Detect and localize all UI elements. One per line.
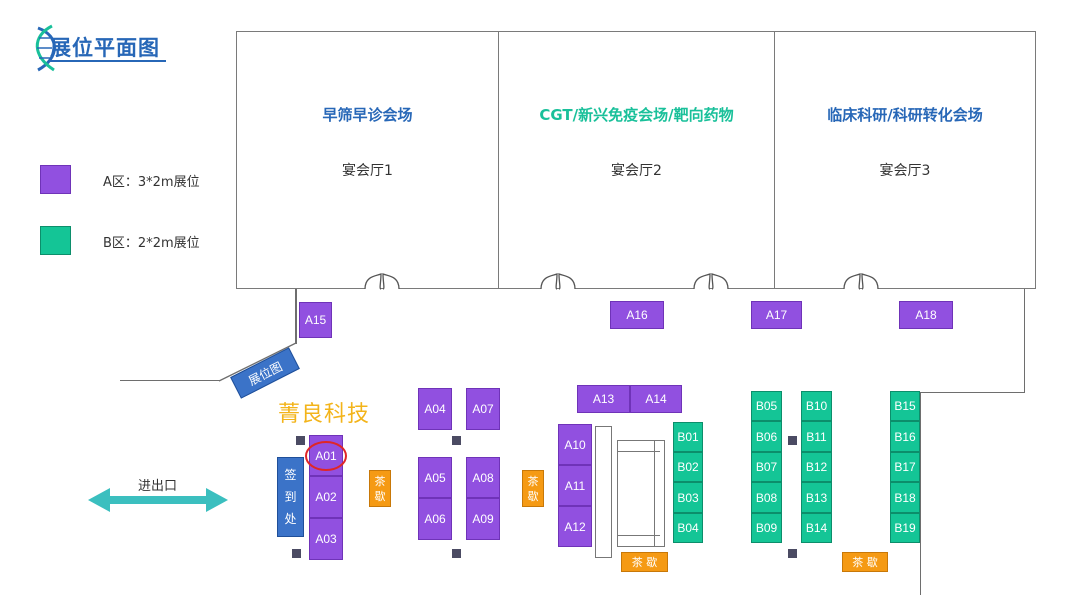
wall: [920, 392, 1025, 393]
booth-a04[interactable]: A04: [418, 388, 452, 430]
pillar: [788, 549, 797, 558]
tea-char: 歇: [527, 489, 539, 503]
hall-2-topic: CGT/新兴免疫会场/靶向药物: [539, 106, 734, 124]
booth-a09[interactable]: A09: [466, 498, 500, 540]
booth-b16[interactable]: B16: [890, 421, 920, 452]
booth-a08[interactable]: A08: [466, 457, 500, 498]
double-arrow-icon: [88, 488, 228, 512]
door-icon: [693, 273, 729, 290]
tea-break: 茶 歇: [369, 470, 391, 507]
booth-b14[interactable]: B14: [801, 513, 832, 543]
registration-char: 处: [284, 512, 297, 526]
booth-a11[interactable]: A11: [558, 465, 592, 506]
highlight-circle: [305, 441, 347, 471]
door-icon: [843, 273, 879, 290]
tea-break: 茶 歇: [522, 470, 544, 507]
booth-a07[interactable]: A07: [466, 388, 500, 430]
booth-b12[interactable]: B12: [801, 452, 832, 482]
booth-a12[interactable]: A12: [558, 506, 592, 547]
door-icon: [540, 273, 576, 290]
wall: [1024, 289, 1025, 393]
legend-a-label: A区：3*2m展位: [103, 175, 200, 190]
legend-a-swatch: [40, 165, 71, 194]
booth-a06[interactable]: A06: [418, 498, 452, 540]
booth-b08[interactable]: B08: [751, 482, 782, 513]
hall-2: CGT/新兴免疫会场/靶向药物 宴会厅2: [498, 31, 775, 289]
entrance-label: 进出口: [138, 479, 178, 494]
hall-2-name: 宴会厅2: [611, 163, 662, 179]
booth-b11[interactable]: B11: [801, 421, 832, 452]
booth-b07[interactable]: B07: [751, 452, 782, 482]
legend-b-label: B区：2*2m展位: [103, 236, 200, 251]
hall-3-topic: 临床科研/科研转化会场: [827, 106, 983, 124]
booth-a16[interactable]: A16: [610, 301, 664, 329]
registration-desk: 签 到 处: [277, 457, 304, 537]
booth-b09[interactable]: B09: [751, 513, 782, 543]
wall: [920, 392, 921, 595]
registration-char: 到: [284, 490, 297, 504]
booth-a05[interactable]: A05: [418, 457, 452, 498]
hall-3-name: 宴会厅3: [879, 163, 931, 179]
booth-a13[interactable]: A13: [577, 385, 630, 413]
booth-a18[interactable]: A18: [899, 301, 953, 329]
booth-b03[interactable]: B03: [673, 482, 703, 513]
tea-char: 茶: [374, 474, 386, 488]
booth-b18[interactable]: B18: [890, 482, 920, 513]
booth-a02[interactable]: A02: [309, 476, 343, 518]
hall-3: 临床科研/科研转化会场 宴会厅3: [774, 31, 1036, 289]
booth-b13[interactable]: B13: [801, 482, 832, 513]
booth-b19[interactable]: B19: [890, 513, 920, 543]
booth-b10[interactable]: B10: [801, 391, 832, 421]
legend-b-swatch: [40, 226, 71, 255]
registration-char: 签: [284, 468, 297, 482]
booth-b04[interactable]: B04: [673, 513, 703, 543]
booth-b17[interactable]: B17: [890, 452, 920, 482]
tea-char: 茶: [527, 474, 539, 488]
dna-logo-icon: [35, 24, 56, 72]
page-title: 展位平面图: [50, 36, 160, 60]
booth-a14[interactable]: A14: [630, 385, 682, 413]
booth-b01[interactable]: B01: [673, 422, 703, 452]
booth-b05[interactable]: B05: [751, 391, 782, 421]
booth-a15[interactable]: A15: [299, 302, 332, 338]
booth-a17[interactable]: A17: [751, 301, 802, 329]
hall-1: 早筛早诊会场 宴会厅1: [236, 31, 499, 289]
tea-break: 茶 歇: [621, 552, 668, 572]
pillar: [296, 436, 305, 445]
booth-a10[interactable]: A10: [558, 424, 592, 465]
display-table: [654, 440, 665, 547]
wall: [120, 380, 220, 381]
wall: [295, 289, 297, 344]
pillar: [788, 436, 797, 445]
exhibitor-label: 菁良科技: [278, 402, 371, 427]
tea-break: 茶 歇: [842, 552, 888, 572]
display-table: [595, 426, 612, 558]
title-underline: [50, 60, 166, 62]
tea-char: 歇: [374, 489, 386, 503]
booth-a03[interactable]: A03: [309, 518, 343, 560]
booth-b02[interactable]: B02: [673, 452, 703, 482]
pillar: [452, 436, 461, 445]
display-table: [617, 451, 660, 536]
booth-b06[interactable]: B06: [751, 421, 782, 452]
door-icon: [364, 273, 400, 290]
hall-1-name: 宴会厅1: [342, 163, 393, 179]
pillar: [452, 549, 461, 558]
pillar: [292, 549, 301, 558]
booth-b15[interactable]: B15: [890, 391, 920, 421]
hall-1-topic: 早筛早诊会场: [322, 106, 413, 124]
